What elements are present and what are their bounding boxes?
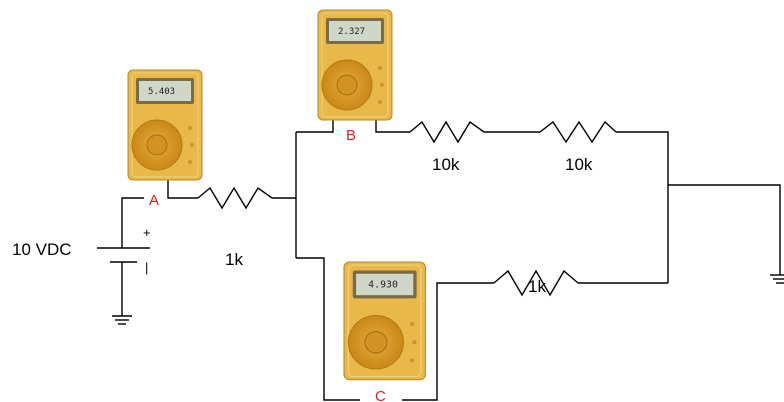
resistor-r4-label: 1k — [528, 277, 546, 296]
resistor-r1 — [197, 186, 273, 210]
multimeter-a: 5.403 — [127, 69, 203, 181]
multimeter-c: 4.930 — [343, 261, 426, 381]
meter-c-reading: 4.930 — [368, 280, 398, 291]
resistor-r4 — [493, 269, 579, 297]
meter-b-tag: B — [346, 127, 356, 144]
wire-source-to-meter-a — [121, 197, 144, 248]
battery-minus-sign: | — [145, 260, 148, 275]
wire-network — [121, 116, 781, 401]
resistor-r3 — [539, 120, 617, 144]
resistor-r2-label: 10k — [432, 155, 460, 174]
battery-plus-sign: + — [143, 225, 151, 240]
meter-c-tag: C — [375, 388, 386, 402]
wire-meter-b-to-r2 — [375, 116, 410, 133]
meter-a-reading: 5.403 — [148, 87, 175, 97]
wire-right-to-ground — [668, 184, 781, 275]
meter-a-tag: A — [149, 192, 159, 209]
wire-junction-to-meter-c — [296, 257, 360, 401]
ground-symbol-right — [770, 274, 784, 284]
multimeter-b: 2.327 — [317, 9, 393, 121]
resistor-r1-label: 1k — [225, 250, 243, 269]
meter-b-reading: 2.327 — [338, 27, 365, 37]
dc-source: + | 10 VDC — [12, 225, 151, 275]
resistor-r2 — [409, 120, 485, 144]
source-voltage-label: 10 VDC — [12, 240, 72, 259]
wire-meter-c-to-r4 — [402, 282, 494, 401]
wire-meter-a-to-r1 — [167, 178, 198, 199]
wire-top-to-meter-b — [296, 116, 334, 133]
wire-r3-to-right — [616, 131, 669, 283]
ground-symbol-left — [112, 315, 132, 325]
resistor-r3-label: 10k — [565, 155, 593, 174]
